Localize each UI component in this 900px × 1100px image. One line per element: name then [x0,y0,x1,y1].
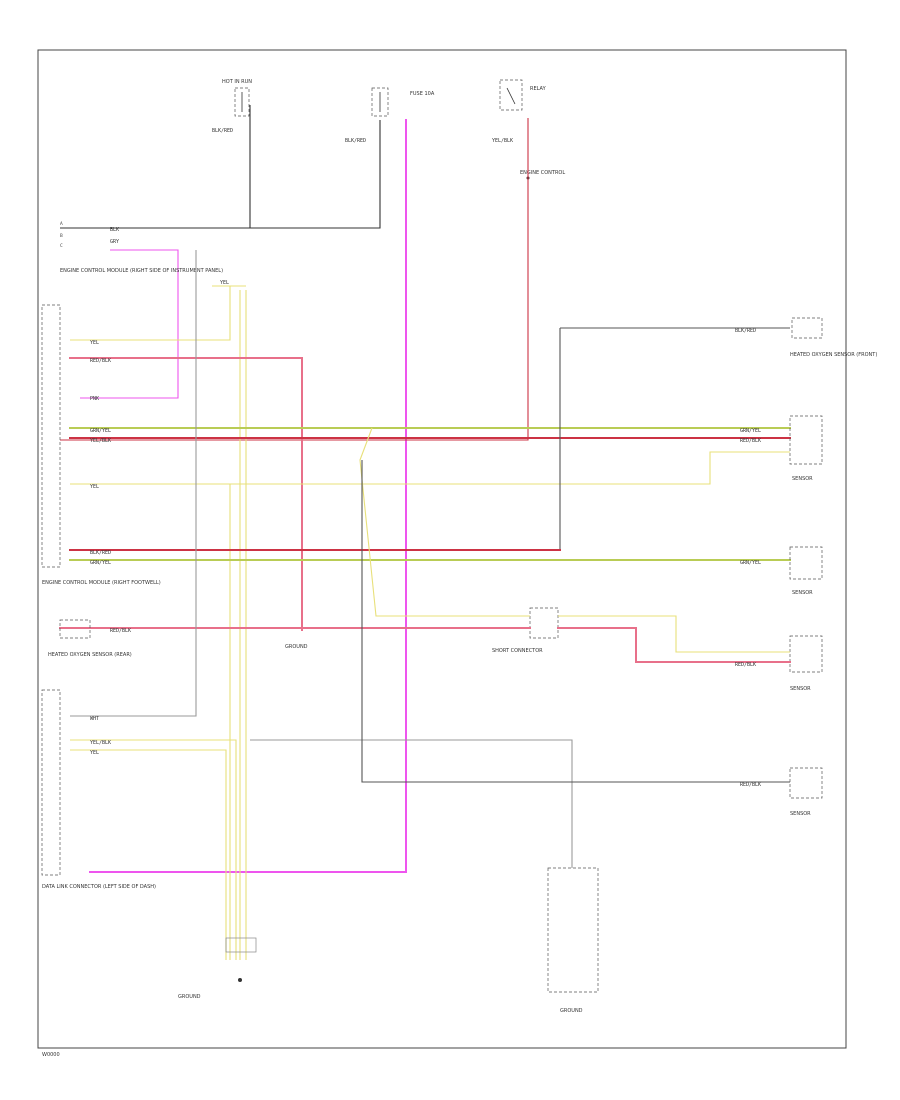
wire-pink-loop [80,249,179,399]
wire-label-red-blk-r: RED/BLK [740,438,761,444]
wire-black-sensor-r4 [361,460,790,783]
wire-label-pnk-1: PNK [90,396,99,402]
wire-label-red-blk-3: RED/BLK [735,662,756,668]
wire-label-red-blk-2: RED/BLK [110,628,131,634]
hot-in-run-label: HOT IN RUN [222,79,252,85]
wire-label-grn-yel-3: GRN/YEL [740,560,761,566]
wire-pink-sensor-r3 [557,627,791,663]
wire-pink-main [89,119,407,873]
wire-yellow-sensor-r3 [558,615,790,653]
engine-control-splice-label: ENGINE CONTROL [520,170,565,176]
fuse-10a-label: FUSE 10A [410,91,435,97]
wire-label-grn-yel-r: GRN/YEL [740,428,761,434]
svg-text:GROUND: GROUND [178,994,201,1000]
svg-text:B: B [60,233,63,239]
ground-bottom-right: GROUND [547,867,599,1014]
wire-label-wht: WHT [90,716,99,722]
wire-label-grn-yel-2: GRN/YEL [90,560,111,566]
wire-label-blk-red-r: BLK/RED [735,328,756,334]
svg-text:C: C [60,243,63,249]
wire-red-pink-row [69,357,303,631]
wire-black-top-left [60,105,251,229]
wire-yellow-dlc-1 [70,739,237,960]
wire-label-blk-top: BLK [110,227,119,233]
svg-text:GROUND: GROUND [560,1008,583,1014]
wire-label-blk-red-1: BLK/RED [212,128,233,134]
ecm-main-connector [41,304,61,568]
wire-label-gry-top: GRY [110,239,119,245]
wire-label-grn-yel-1: GRN/YEL [90,428,111,434]
svg-text:A: A [60,221,63,227]
dlc-label: DATA LINK CONNECTOR (LEFT SIDE OF DASH) [42,884,156,890]
wire-red-relay [60,118,529,441]
sensor-right-2: SENSOR [789,546,823,596]
wire-black-top-mid [250,120,381,229]
relay-label: RELAY [530,86,547,92]
sensor-right-1: SENSOR [789,415,823,482]
diagram-frame [37,49,847,1049]
svg-text:SENSOR: SENSOR [790,811,811,817]
ecm-footwell-label: ENGINE CONTROL MODULE (RIGHT FOOTWELL) [42,580,161,586]
ecm-right-side-label: ENGINE CONTROL MODULE (RIGHT SIDE OF INS… [60,268,223,274]
sensor-right-4: SENSOR [789,767,823,817]
fuse-10a: FUSE 10A [371,87,435,117]
wire-label-yel-3: YEL [90,750,99,756]
wire-gray-ground [250,739,573,868]
heated-oxygen-sensor-rear: HEATED OXYGEN SENSOR (REAR) [48,619,132,658]
ground-mid-label: GROUND [285,644,308,650]
wire-label-blk-red-3: BLK/RED [90,550,111,556]
wire-label-yel-blk-3: YEL/BLK [90,740,111,746]
wire-label-red-blk-1: RED/BLK [90,358,111,364]
wire-label-yel-top: YEL [220,280,229,286]
ground-bottom-left: GROUND [178,937,257,1000]
svg-text:HEATED OXYGEN SENSOR (REAR): HEATED OXYGEN SENSOR (REAR) [48,652,132,658]
heated-oxygen-sensor-front: HEATED OXYGEN SENSOR (FRONT) [790,317,877,358]
wire-yellow-sensor-r2 [70,451,790,485]
dlc-connector [41,689,61,876]
wire-gray-dlc [70,250,197,717]
wire-yellow-dlc-2 [70,749,227,960]
short-connector: SHORT CONNECTOR [492,607,559,654]
wire-label-yel-1: YEL [90,340,99,346]
svg-text:HEATED OXYGEN SENSOR (FRONT): HEATED OXYGEN SENSOR (FRONT) [790,352,877,358]
wire-label-yel-2: YEL [90,484,99,490]
svg-text:SENSOR: SENSOR [792,590,813,596]
relay-top-right: RELAY [499,79,547,111]
wire-yellow-mid [359,427,530,617]
sensor-right-3: SENSOR [789,635,823,692]
ecm-upper-connector: A B C BLK GRY ENGINE CONTROL MODULE (RIG… [60,221,223,274]
svg-text:SENSOR: SENSOR [792,476,813,482]
svg-text:SHORT CONNECTOR: SHORT CONNECTOR [492,648,543,654]
wire-label-yel-blk-2: YEL/BLK [90,438,111,444]
svg-text:SENSOR: SENSOR [790,686,811,692]
hot-in-run-fuse: HOT IN RUN [222,79,252,117]
wire-yellow-a [70,286,231,341]
wire-label-yel-blk: YEL/BLK [492,138,513,144]
wire-label-red-blk-4: RED/BLK [740,782,761,788]
footer-code: W0000 [42,1052,60,1058]
wire-label-blk-red-2: BLK/RED [345,138,366,144]
